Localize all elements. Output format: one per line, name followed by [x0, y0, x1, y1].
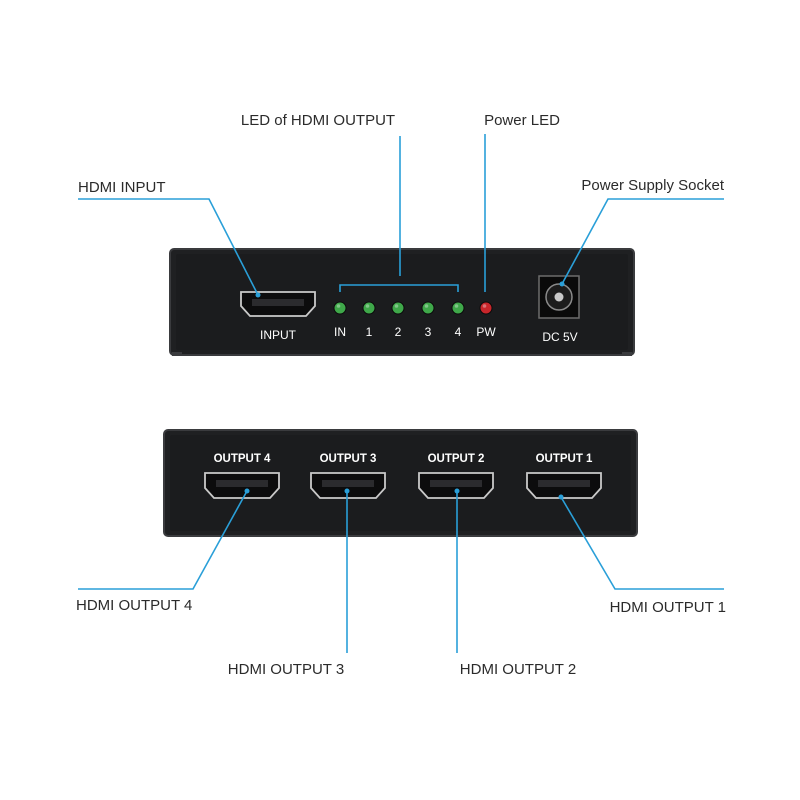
- callout-hdmi-output-3: HDMI OUTPUT 3: [228, 661, 344, 678]
- callout-power-led: Power LED: [484, 112, 560, 129]
- led-label-pw: PW: [476, 325, 496, 339]
- back-panel-bevel: [170, 435, 631, 531]
- hdmi-port-tongue: [216, 480, 268, 487]
- led-1: [362, 301, 376, 315]
- led-highlight: [365, 304, 370, 308]
- input-port-label: INPUT: [260, 328, 297, 342]
- leader-power-socket: [561, 198, 724, 285]
- led-highlight: [454, 304, 459, 308]
- callout-hdmi-output-4: HDMI OUTPUT 4: [76, 597, 192, 614]
- led-label-1: 1: [366, 325, 373, 339]
- led-label-in: IN: [334, 325, 346, 339]
- callout-hdmi-input: HDMI INPUT: [78, 179, 166, 196]
- dc-label: DC 5V: [542, 330, 577, 344]
- led-in: [333, 301, 347, 315]
- hdmi-output-port-2: OUTPUT 2: [418, 453, 494, 499]
- led-4: [451, 301, 465, 315]
- hdmi-port-tongue: [538, 480, 590, 487]
- hdmi-port-tongue: [430, 480, 482, 487]
- back-panel: OUTPUT 4 OUTPUT 3 OUTPUT 2 OUTPUT 1: [163, 429, 638, 537]
- hdmi-output-port-4: OUTPUT 4: [204, 453, 280, 499]
- hdmi-output-port-3: OUTPUT 3: [310, 453, 386, 499]
- leader-lines: [78, 134, 724, 653]
- led-pw: [479, 301, 493, 315]
- hdmi-output-port-1: OUTPUT 1: [526, 453, 602, 499]
- dc-socket: [538, 275, 580, 319]
- output-port-label: OUTPUT 2: [428, 453, 485, 465]
- output-port-label: OUTPUT 3: [320, 453, 377, 465]
- callout-labels: HDMI INPUT LED of HDMI OUTPUT Power LED …: [76, 112, 726, 678]
- output-port-group: OUTPUT 4 OUTPUT 3 OUTPUT 2 OUTPUT 1: [204, 453, 602, 499]
- leader-hdmi-output-1: [560, 496, 724, 590]
- led-label-4: 4: [455, 325, 462, 339]
- led-label-3: 3: [425, 325, 432, 339]
- callout-hdmi-output-2: HDMI OUTPUT 2: [460, 661, 576, 678]
- leader-led-output: [339, 136, 459, 292]
- led-group: IN 1 2 3 4 PW: [333, 301, 496, 339]
- output-port-label: OUTPUT 1: [536, 453, 593, 465]
- led-3: [421, 301, 435, 315]
- leader-hdmi-output-4: [78, 490, 248, 590]
- output-port-label: OUTPUT 4: [214, 453, 271, 465]
- callout-power-socket: Power Supply Socket: [581, 177, 724, 194]
- callout-hdmi-output-1: HDMI OUTPUT 1: [610, 599, 726, 616]
- led-highlight: [482, 304, 487, 308]
- callout-led-output: LED of HDMI OUTPUT: [241, 112, 395, 129]
- led-highlight: [424, 304, 429, 308]
- led-highlight: [394, 304, 399, 308]
- front-panel-bevel: [176, 254, 628, 350]
- front-foot-left: [172, 352, 182, 356]
- front-foot-right: [622, 352, 632, 356]
- front-panel: INPUT IN 1 2 3 4 PW DC 5V: [169, 248, 635, 356]
- led-2: [391, 301, 405, 315]
- led-label-2: 2: [395, 325, 402, 339]
- hdmi-port-tongue: [322, 480, 374, 487]
- hdmi-input-port: [240, 291, 316, 317]
- led-highlight: [336, 304, 341, 308]
- leader-hdmi-input: [78, 198, 259, 296]
